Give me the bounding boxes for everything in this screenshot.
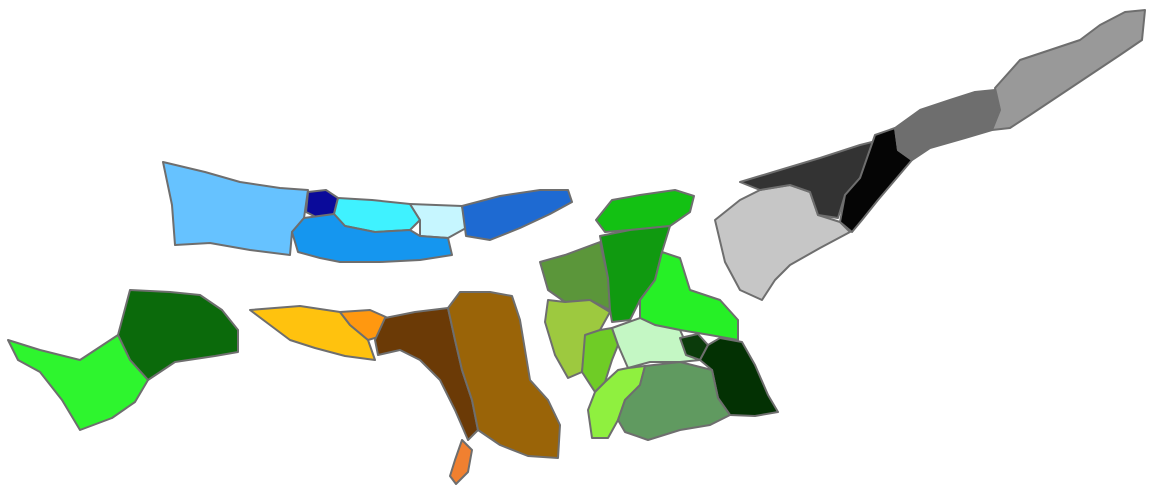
map-region[interactable] (447, 291, 561, 459)
map-region[interactable] (699, 337, 779, 417)
map-region[interactable] (449, 439, 473, 485)
map-region[interactable] (249, 305, 376, 361)
map-region[interactable] (162, 161, 309, 256)
map-region[interactable] (291, 213, 453, 263)
map-region[interactable] (595, 189, 695, 233)
map-region[interactable] (617, 361, 731, 441)
map-region[interactable] (7, 334, 149, 431)
map-region[interactable] (639, 251, 739, 341)
map-region[interactable] (581, 327, 619, 393)
map-region[interactable] (894, 89, 1001, 161)
map-region[interactable] (461, 189, 573, 241)
map-region[interactable] (991, 9, 1146, 131)
